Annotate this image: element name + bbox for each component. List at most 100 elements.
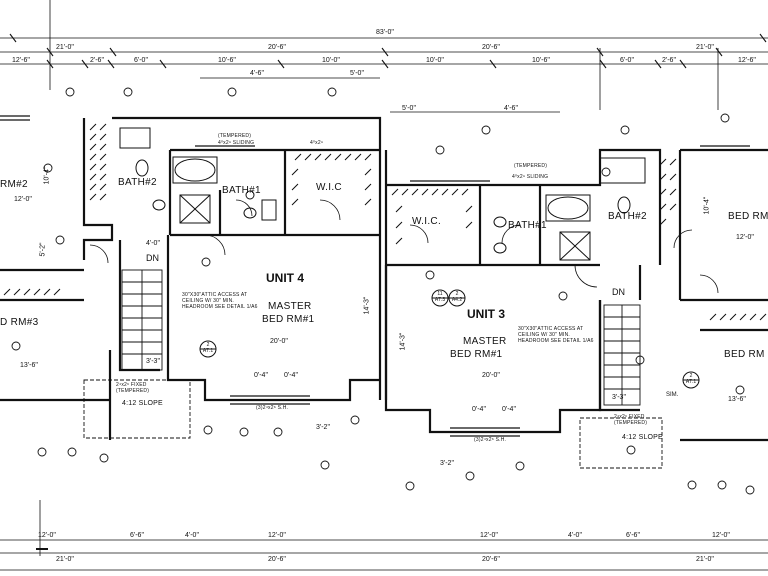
unit-3-window-sh: (3)2⁴x2⁶ S.H. (474, 437, 507, 443)
dim-top-2: 20'-6" (268, 44, 286, 51)
door-swings (89, 199, 719, 294)
unit-3-dim-104: 10'-4" (703, 196, 711, 215)
unit-4-slope-note: 4:12 SLOPE (122, 400, 163, 407)
unit-3-wic-label: W.I.C. (412, 216, 442, 227)
windows (0, 115, 750, 437)
dim-row2-6: 10'-0" (426, 57, 444, 64)
unit-4-dim-14: 14'-3" (363, 296, 371, 315)
dim-row2-7: 10'-6" (532, 57, 550, 64)
unit-3-sim-note: SIM. (666, 392, 679, 398)
dim-row2-5: 10'-0" (322, 57, 340, 64)
unit-3-dim-136: 13'-6" (728, 396, 746, 403)
dim-row2-1: 12'-6" (12, 57, 30, 64)
unit-3-dim-12: 12'-0" (736, 234, 754, 241)
dim-row3-4: 4'-6" (504, 105, 518, 112)
unit-3-dim-04b: 0'-4" (502, 406, 516, 413)
unit-4-bath1-label: BATH#1 (222, 185, 261, 196)
closet-shelving (3, 123, 767, 321)
dim-bottom2-2: 20'-6" (268, 556, 286, 563)
dim-top-3: 20'-6" (482, 44, 500, 51)
unit-3-bath1-label: BATH#1 (508, 220, 547, 231)
unit-3-attic-note: 30"X30"ATTIC ACCESS AT CEILING W/ 30" MI… (518, 326, 594, 344)
unit-4-dn-label: DN (146, 253, 159, 263)
dim-row2-3: 6'-0" (134, 57, 148, 64)
unit-4-window-wic: 4⁰x2⁹ (310, 140, 324, 146)
top-dimension-lines (0, 0, 768, 113)
unit-3-master-label-2: BED RM#1 (450, 349, 503, 360)
dim-row3-2: 5'-0" (350, 70, 364, 77)
unit-4-bed-rm3-label: D RM#3 (0, 317, 39, 328)
dim-bottom1-8: 12'-0" (712, 532, 730, 539)
unit-4-dim-04a: 0'-4" (254, 372, 268, 379)
unit-3-dn-label: DN (612, 287, 625, 297)
unit-3-label: UNIT 3 (467, 307, 506, 321)
unit-3-window-sliding: 4⁰x2⁹ SLIDING (512, 174, 549, 180)
dim-row2-4: 10'-6" (218, 57, 236, 64)
overall-width-dim: 83'-0" (376, 29, 394, 36)
unit-4-dim-10: 10'-4" (43, 166, 51, 185)
dim-bottom1-5: 12'-0" (480, 532, 498, 539)
unit-4-dim-32: 3'-2" (316, 424, 330, 431)
dim-row2-8: 6'-0" (620, 57, 634, 64)
dim-top-4: 21'-0" (696, 44, 714, 51)
unit-4-bed-rm2-label: RM#2 (0, 179, 28, 190)
unit-4-attic-note: 30"X30"ATTIC ACCESS AT CEILING W/ 30" MI… (182, 292, 258, 310)
roof-slope-outlines (83, 379, 663, 469)
unit-4-dim-52: 5'-2" (39, 242, 47, 257)
electrical-symbols (11, 87, 755, 495)
unit-4-master-label-2: BED RM#1 (262, 314, 315, 325)
bathroom-fixtures (119, 127, 646, 261)
unit-3-dim-14: 14'-3" (399, 332, 407, 351)
dim-bottom1-6: 4'-0" (568, 532, 582, 539)
stairs (121, 269, 641, 406)
unit-4-walls (0, 116, 388, 440)
unit-3-master-label-1: MASTER (463, 336, 507, 347)
dim-bottom1-3: 4'-0" (185, 532, 199, 539)
unit-4-dim-40: 4'-0" (146, 240, 160, 247)
unit-3-dim-32: 3'-2" (440, 460, 454, 467)
unit-4-label: UNIT 4 (266, 271, 305, 285)
section-tags (199, 289, 700, 389)
bottom-dimension-lines (0, 500, 768, 571)
unit-4-fixed-note: 2⁴x2⁶ FIXED (TEMPERED) (116, 382, 150, 394)
unit-4-window-sh: (3)2⁴x2⁶ S.H. (256, 405, 289, 411)
dim-row2-10: 12'-6" (738, 57, 756, 64)
unit-4-bath2-label: BATH#2 (118, 177, 157, 188)
tag-a71-left: 2 A7.1 (202, 342, 214, 354)
unit-3-dim-33: 3'-3" (612, 394, 626, 401)
unit-4-dim-13: 13'-6" (20, 362, 38, 369)
dim-bottom1-7: 6'-6" (626, 532, 640, 539)
tag-a71-right: 2 A7.1 (685, 373, 697, 385)
dim-bottom1-4: 12'-0" (268, 532, 286, 539)
unit-3-dim-04a: 0'-4" (472, 406, 486, 413)
tag-a73: 11 A7.3 (434, 291, 446, 303)
unit-3-dim-20: 20'-0" (482, 372, 500, 379)
unit-4-dim-33: 3'-3" (146, 358, 160, 365)
unit-4-dim-04b: 0'-4" (284, 372, 298, 379)
unit-3-fixed-note: 2⁴x2⁶ FIXED (TEMPERED) (614, 414, 648, 426)
dim-row2-2: 2'-6" (90, 57, 104, 64)
dim-bottom2-3: 20'-6" (482, 556, 500, 563)
dim-row2-9: 2'-6" (662, 57, 676, 64)
unit-4-window-sliding: 4⁰x2⁹ SLIDING (218, 140, 255, 146)
unit-4-dim-12: 12'-0" (14, 196, 32, 203)
unit-4-wic-label: W.I.C (316, 182, 342, 193)
unit-3-bath2-label: BATH#2 (608, 211, 647, 222)
unit-4-dim-20: 20'-0" (270, 338, 288, 345)
dim-row3-1: 4'-6" (250, 70, 264, 77)
dim-row3-3: 5'-0" (402, 105, 416, 112)
dim-top-1: 21'-0" (56, 44, 74, 51)
unit-3-tempered-note: (TEMPERED) (514, 163, 548, 169)
unit-4-master-label-1: MASTER (268, 301, 312, 312)
unit-3-bed-rm-label: BED RM (728, 211, 768, 222)
unit-3-bed-rm-2-label: BED RM (724, 349, 765, 360)
tag-a42: 2 A4.2 (451, 291, 463, 303)
dim-bottom1-2: 6'-6" (130, 532, 144, 539)
unit-3-slope-note: 4:12 SLOPE (622, 434, 663, 441)
dim-bottom2-4: 21'-0" (696, 556, 714, 563)
dim-bottom2-1: 21'-0" (56, 556, 74, 563)
dim-bottom1-1: 12'-0" (38, 532, 56, 539)
unit-4-tempered-note: (TEMPERED) (218, 133, 252, 139)
